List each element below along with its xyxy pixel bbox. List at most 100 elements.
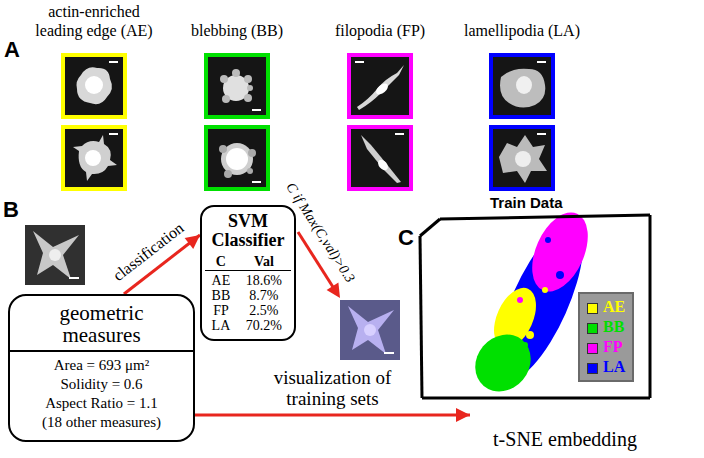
cell-thumbnail <box>516 76 532 94</box>
table-cell: LA <box>205 318 237 333</box>
cell-thumbnail <box>244 94 252 102</box>
plot-frame <box>422 397 650 400</box>
table-header: Val <box>237 254 291 271</box>
measure-line: Solidity = 0.6 <box>18 375 185 394</box>
plot-frame <box>649 215 652 398</box>
input-cell-image <box>25 225 85 285</box>
legend-text: LA <box>603 358 625 375</box>
box-title: SVM Classifier <box>205 212 291 250</box>
input-cell-image <box>49 249 61 261</box>
cell-thumbnail <box>491 127 553 189</box>
cell-thumbnail <box>361 135 401 183</box>
cell-thumbnail <box>537 61 546 63</box>
cell-thumbnail <box>85 150 101 166</box>
plot-frame <box>440 215 650 219</box>
cell-thumbnail <box>500 69 545 108</box>
cell-thumbnail <box>224 170 232 178</box>
edge-label: visualization of training sets <box>253 367 413 409</box>
cell-thumbnail <box>361 135 401 183</box>
legend-row: LA <box>587 357 625 377</box>
scatter-cloud <box>522 342 528 348</box>
measure-line: Area = 693 μm² <box>18 356 185 375</box>
column-heading: blebbing (BB) <box>167 21 307 40</box>
cell-thumbnail <box>491 55 553 117</box>
cell-thumbnail <box>374 81 390 96</box>
arrow-head <box>456 408 470 422</box>
cell-thumbnail <box>63 127 125 189</box>
cell-thumbnail <box>206 55 268 117</box>
panel-letter: A <box>4 38 20 62</box>
arrow-line <box>195 414 470 417</box>
result-table: CValAE18.6%BB8.7%FP2.5%LA70.2% <box>205 254 291 333</box>
measure-line: Aspect Ratio = 1.1 <box>18 394 185 413</box>
table-cell: 8.7% <box>237 288 291 303</box>
cell-thumbnail <box>63 55 125 117</box>
cell-thumbnail <box>63 55 125 117</box>
cell-thumbnail <box>77 67 112 104</box>
cell-thumbnail <box>77 67 112 104</box>
cell-thumbnail <box>376 158 390 172</box>
cell-thumbnail <box>515 151 531 167</box>
plot-frame <box>420 219 440 236</box>
cell-thumbnail <box>499 135 547 183</box>
legend-text: BB <box>603 318 624 335</box>
panel-letter: B <box>3 198 19 222</box>
plot-title: Train Data <box>490 194 563 211</box>
cell-thumbnail <box>537 133 546 135</box>
legend-swatch <box>587 323 598 334</box>
scatter-cloud <box>545 237 551 243</box>
cell-thumbnail <box>244 75 252 83</box>
red-arrow <box>195 408 470 422</box>
tsne-plot <box>420 204 650 403</box>
cell-thumbnail <box>206 127 268 189</box>
legend-row: BB <box>587 317 625 337</box>
table-header: C <box>205 254 237 271</box>
table-cell: BB <box>205 288 237 303</box>
input-cell-image <box>33 231 79 279</box>
table-cell: 18.6% <box>237 273 291 288</box>
legend-row: AE <box>587 297 625 317</box>
plot-caption: t-SNE embedding <box>470 428 660 450</box>
cell-thumbnail <box>109 61 118 63</box>
cell-thumbnail <box>355 61 364 63</box>
legend-swatch <box>587 343 598 354</box>
classified-cell-image <box>340 300 400 360</box>
input-cell-image <box>25 225 85 285</box>
scatter-cloud <box>517 297 523 303</box>
cell-thumbnail <box>220 69 253 103</box>
legend-row: FP <box>587 337 625 357</box>
table-cell: FP <box>205 303 237 318</box>
cell-thumbnail <box>248 149 256 157</box>
column-heading: lamellipodia (LA) <box>452 21 592 40</box>
plot-frame <box>420 215 650 398</box>
cell-thumbnail <box>109 133 118 135</box>
cell-thumbnail <box>247 168 253 174</box>
column-heading: actin-enriched leading edge (AE) <box>29 2 159 40</box>
plot-frame <box>420 236 422 398</box>
scatter-cloud <box>464 323 542 402</box>
cell-thumbnail <box>206 127 268 189</box>
scatter-cloud <box>556 271 564 279</box>
cell-thumbnail <box>73 135 117 181</box>
table-cell: AE <box>205 273 237 288</box>
cell-thumbnail <box>232 69 240 77</box>
classified-cell-image <box>340 300 400 360</box>
classified-cell-image <box>348 306 394 354</box>
cell-thumbnail <box>357 65 404 110</box>
cell-thumbnail <box>252 109 261 111</box>
input-cell-image <box>69 277 79 279</box>
cell-thumbnail <box>500 69 545 108</box>
decision-arrow <box>327 282 340 298</box>
cell-thumbnail <box>252 181 261 183</box>
cell-thumbnail <box>491 55 553 117</box>
cell-thumbnail <box>220 75 228 83</box>
classified-cell-image <box>364 324 376 336</box>
cell-thumbnail <box>491 127 553 189</box>
cell-thumbnail <box>219 145 227 153</box>
classified-cell-image <box>384 352 394 354</box>
cell-thumbnail <box>63 127 125 189</box>
cell-thumbnail <box>219 143 256 178</box>
legend-swatch <box>587 363 598 374</box>
legend-swatch <box>587 303 598 314</box>
